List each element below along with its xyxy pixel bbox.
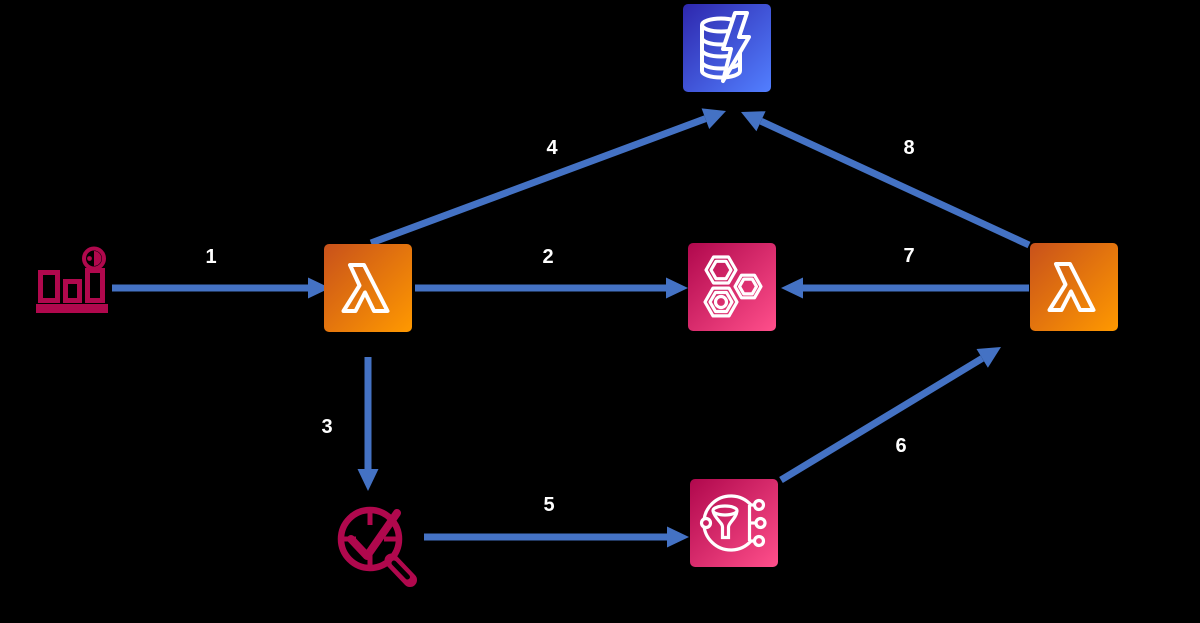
lambda-left-node <box>324 244 412 332</box>
edge-label-7: 7 <box>903 245 915 267</box>
scheduled-check-node <box>330 497 422 589</box>
database-accelerator-node <box>683 4 771 92</box>
edge-label-1: 1 <box>205 246 217 268</box>
arrow-6 <box>779 347 1001 483</box>
clock-magnifier-check-icon <box>337 506 417 587</box>
arrow-1 <box>112 277 330 299</box>
lambda-icon <box>324 244 412 332</box>
lambda-right-node <box>1030 243 1118 331</box>
scheduled-metrics-node <box>34 245 110 317</box>
edge-label-4: 4 <box>546 137 558 159</box>
edge-label-8: 8 <box>903 137 915 159</box>
three-hexagons-icon <box>688 243 776 331</box>
funnel-fanout-icon <box>690 479 778 567</box>
edge-label-6: 6 <box>895 435 907 457</box>
hexagon-network-node <box>688 243 776 331</box>
arrow-8 <box>741 111 1031 249</box>
edge-label-5: 5 <box>543 494 555 516</box>
database-lightning-icon <box>683 4 771 92</box>
arrow-7 <box>781 277 1029 299</box>
arrow-5 <box>424 526 689 548</box>
arrow-4 <box>369 108 726 247</box>
arrow-3 <box>357 357 379 491</box>
edge-label-3: 3 <box>321 416 333 438</box>
event-filter-fanout-node <box>690 479 778 567</box>
arrow-2 <box>415 277 688 299</box>
lambda-icon <box>1030 243 1118 331</box>
bar-chart-clock-icon <box>36 246 108 313</box>
edge-label-2: 2 <box>542 246 554 268</box>
